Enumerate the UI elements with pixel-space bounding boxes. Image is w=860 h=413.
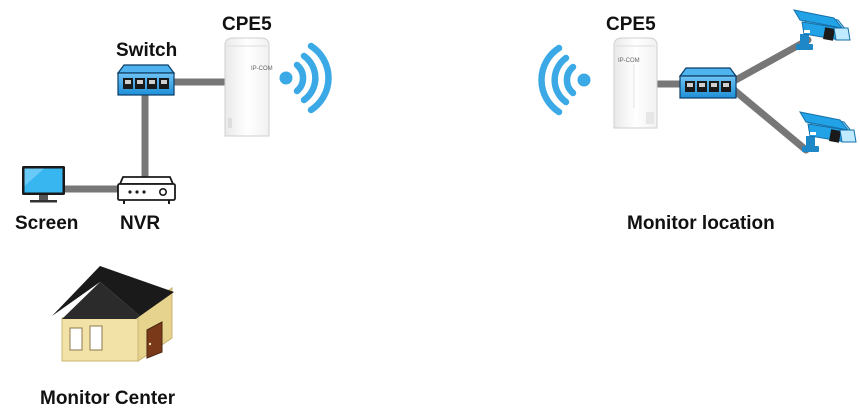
nvr-icon	[118, 177, 175, 204]
wifi-icon	[541, 48, 590, 112]
camera-icon	[794, 10, 850, 50]
label-monitor-location: Monitor location	[627, 213, 775, 234]
cpe-icon: IP-COM	[225, 38, 273, 136]
wifi-icon	[280, 46, 329, 110]
label-screen: Screen	[15, 213, 78, 234]
monitor-icon	[22, 166, 65, 203]
label-cpe-left: CPE5	[222, 14, 272, 35]
label-cpe-right: CPE5	[606, 14, 656, 35]
cpe-brand-text: IP-COM	[251, 66, 273, 72]
cables-left	[60, 82, 224, 189]
label-switch: Switch	[116, 40, 177, 61]
switch-icon	[118, 65, 174, 95]
cable-switch-camera-bottom	[734, 90, 806, 150]
house-icon	[52, 266, 174, 361]
cpe-icon: IP-COM	[614, 38, 657, 128]
switch-icon	[680, 68, 736, 98]
camera-icon	[800, 112, 856, 152]
label-monitor-center: Monitor Center	[40, 388, 176, 409]
label-nvr: NVR	[120, 213, 160, 234]
cpe-brand-text: IP-COM	[618, 58, 640, 64]
